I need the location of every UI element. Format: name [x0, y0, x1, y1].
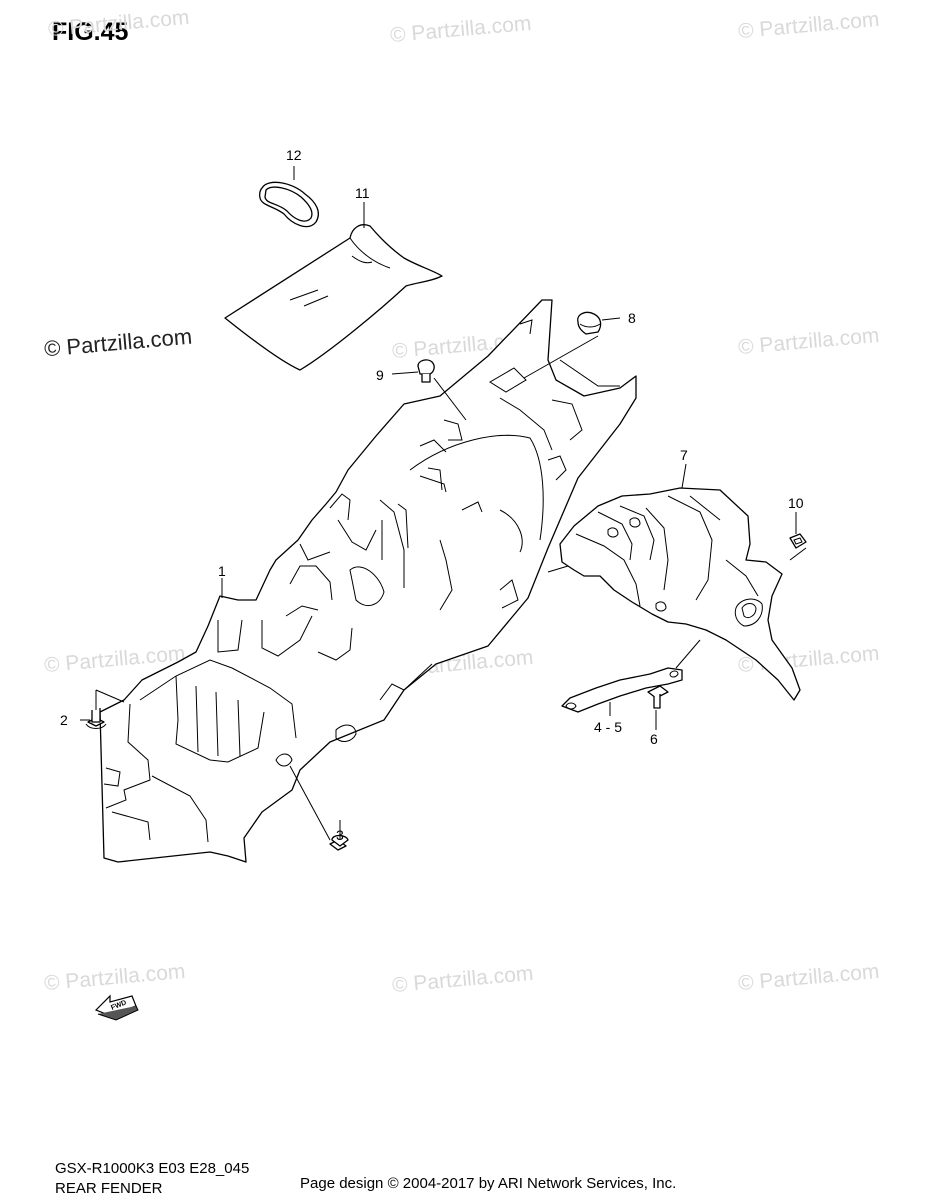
callout-6: 6: [650, 731, 658, 747]
callout-8: 8: [628, 310, 636, 326]
part-7-rear-fender-extension[interactable]: [559, 487, 801, 701]
figure-title: FIG.45: [52, 18, 129, 46]
part-11-tool-bag[interactable]: [224, 224, 443, 371]
callout-3: 3: [336, 827, 344, 843]
part-1-rear-fender[interactable]: [99, 299, 637, 863]
part-10-nut[interactable]: [789, 533, 807, 549]
callout-9: 9: [376, 367, 384, 383]
part-9-bolt[interactable]: [417, 359, 435, 383]
callout-10: 10: [788, 495, 804, 511]
callout-1: 1: [218, 563, 226, 579]
callout-11: 11: [355, 185, 370, 201]
leader-lines: [80, 166, 807, 841]
callout-2: 2: [60, 712, 68, 728]
part-6-screw[interactable]: [647, 685, 669, 709]
part-8-cushion[interactable]: [577, 311, 602, 335]
part-12-rubber-band[interactable]: [258, 181, 320, 228]
page-credit: Page design © 2004-2017 by ARI Network S…: [300, 1175, 677, 1192]
model-code: GSX-R1000K3 E03 E28_045: [55, 1160, 250, 1177]
part-4-5-bracket-stay[interactable]: [561, 667, 683, 713]
callout-7: 7: [680, 447, 688, 463]
callout-4-5: 4 - 5: [594, 719, 622, 735]
callout-12: 12: [286, 147, 302, 163]
forward-arrow-icon: FWD: [94, 994, 139, 1021]
part-2-bolt[interactable]: [85, 708, 107, 729]
diagram-name: REAR FENDER: [55, 1180, 163, 1197]
part-3-bolt[interactable]: [329, 834, 349, 851]
